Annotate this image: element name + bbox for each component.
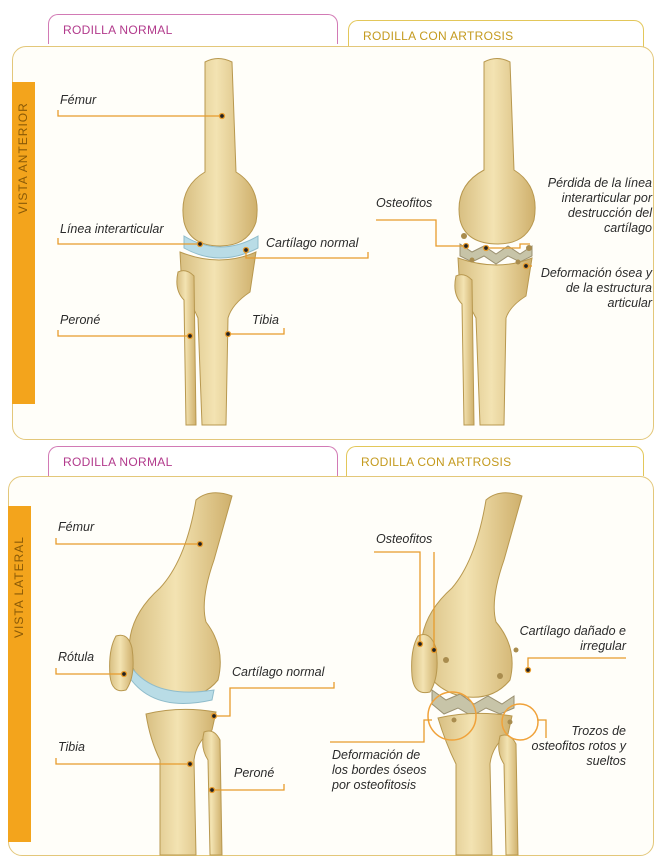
label-perdida-linea: Pérdida de la línea interarticular por d… bbox=[528, 176, 652, 236]
rotula-bone bbox=[412, 635, 438, 693]
knee-anterior-artrosis bbox=[455, 59, 535, 426]
perone-bone bbox=[177, 271, 196, 425]
femur-bone bbox=[129, 493, 232, 697]
label-osteofitos: Osteofitos bbox=[376, 532, 432, 547]
label-cartilago-normal: Cartílago normal bbox=[266, 236, 358, 251]
perone-bone bbox=[499, 735, 518, 855]
label-femur: Fémur bbox=[60, 93, 96, 108]
tibia-bone bbox=[438, 713, 512, 855]
label-tibia: Tibia bbox=[58, 740, 85, 755]
femur-bone bbox=[459, 59, 535, 245]
label-cartilago-danado: Cartílago dañado e irregular bbox=[516, 624, 626, 654]
knee-lateral-normal bbox=[110, 493, 232, 855]
knee-lateral-artrosis bbox=[412, 493, 538, 855]
label-trozos-osteofitos: Trozos de osteofitos rotos y sueltos bbox=[520, 724, 626, 769]
label-femur: Fémur bbox=[58, 520, 94, 535]
femur-bone bbox=[183, 59, 257, 247]
label-deformacion-osea: Deformación ósea y de la estructura arti… bbox=[532, 266, 652, 311]
knee-anterior-normal bbox=[177, 59, 258, 426]
label-perone: Peroné bbox=[234, 766, 274, 781]
label-osteofitos: Osteofitos bbox=[376, 196, 432, 211]
label-rotula: Rótula bbox=[58, 650, 94, 665]
perone-bone bbox=[455, 275, 474, 425]
label-perone: Peroné bbox=[60, 313, 100, 328]
label-tibia: Tibia bbox=[252, 313, 279, 328]
label-cartilago-normal: Cartílago normal bbox=[232, 665, 324, 680]
label-linea-interarticular: Línea interarticular bbox=[60, 222, 164, 237]
rotula-bone bbox=[110, 635, 134, 691]
label-deformacion-bordes: Deformación de los bordes óseos por oste… bbox=[332, 748, 436, 793]
